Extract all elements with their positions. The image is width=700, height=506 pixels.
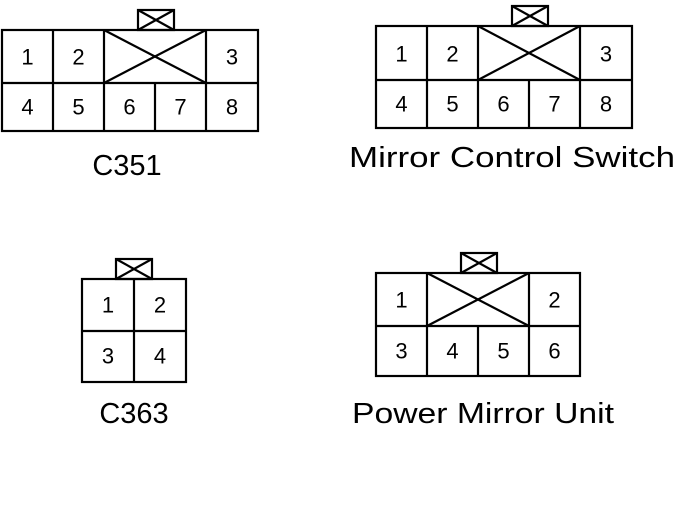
pin-number: 2 <box>548 288 560 313</box>
pin-number: 2 <box>154 293 166 318</box>
connector-label-c351: C351 <box>92 150 161 182</box>
connector-body <box>0 28 260 133</box>
pin-number: 5 <box>446 92 458 117</box>
pin-number: 1 <box>21 45 33 70</box>
connector-c351 <box>0 8 260 133</box>
pin-number: 3 <box>226 45 238 70</box>
pin-number: 5 <box>72 95 84 120</box>
pin-number: 3 <box>395 339 407 364</box>
connector-label-c363: C363 <box>99 398 168 430</box>
latch-tab-cross <box>511 5 549 27</box>
pin-number: 4 <box>21 95 33 120</box>
pin-number: 5 <box>497 339 509 364</box>
connector-c363 <box>80 257 188 384</box>
latch-tab-cross <box>460 252 498 274</box>
pin-number: 7 <box>174 95 186 120</box>
pin-number: 3 <box>102 344 114 369</box>
pin-number: 6 <box>548 339 560 364</box>
pin-number: 6 <box>497 92 509 117</box>
blank-cavity-cross <box>103 29 207 84</box>
connector-label-power-mirror-unit: Power Mirror Unit <box>352 398 614 430</box>
pin-number: 1 <box>102 293 114 318</box>
latch-tab-cross <box>137 9 175 31</box>
pin-number: 1 <box>395 288 407 313</box>
pin-number: 1 <box>395 42 407 67</box>
pin-number: 6 <box>123 95 135 120</box>
pin-number: 3 <box>600 42 612 67</box>
latch-tab-cross <box>115 258 153 280</box>
connector-label-mirror-control-switch: Mirror Control Switch <box>349 142 675 174</box>
connector-power-mirror-unit <box>374 251 582 378</box>
pin-number: 2 <box>446 42 458 67</box>
connector-mirror-control-switch <box>374 4 634 130</box>
pin-number: 4 <box>446 339 458 364</box>
pin-number: 7 <box>548 92 560 117</box>
pin-number: 4 <box>395 92 407 117</box>
blank-cavity-cross <box>477 25 581 81</box>
blank-cavity-cross <box>426 272 530 327</box>
pin-number: 2 <box>72 45 84 70</box>
pin-number: 4 <box>154 344 166 369</box>
pin-number: 8 <box>600 92 612 117</box>
pin-number: 8 <box>226 95 238 120</box>
connector-body <box>374 24 634 130</box>
